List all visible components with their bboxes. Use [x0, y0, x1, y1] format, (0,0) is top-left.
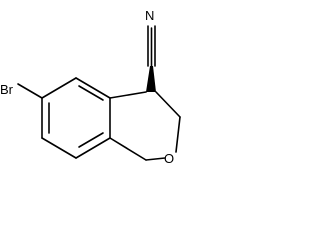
- stereo-wedge-bond: [146, 66, 156, 92]
- bromine-bond: [17, 83, 43, 99]
- nitrogen-label: N: [145, 8, 154, 23]
- benzene-ring: [41, 77, 111, 159]
- nitrile-triple-bond: [147, 25, 156, 67]
- molecule-diagram: N Br O: [0, 0, 192, 178]
- pyran-ring: [109, 91, 181, 161]
- chemical-structure: N Br O: [0, 8, 181, 166]
- oxygen-label: O: [164, 151, 174, 166]
- bromine-label: Br: [0, 82, 14, 97]
